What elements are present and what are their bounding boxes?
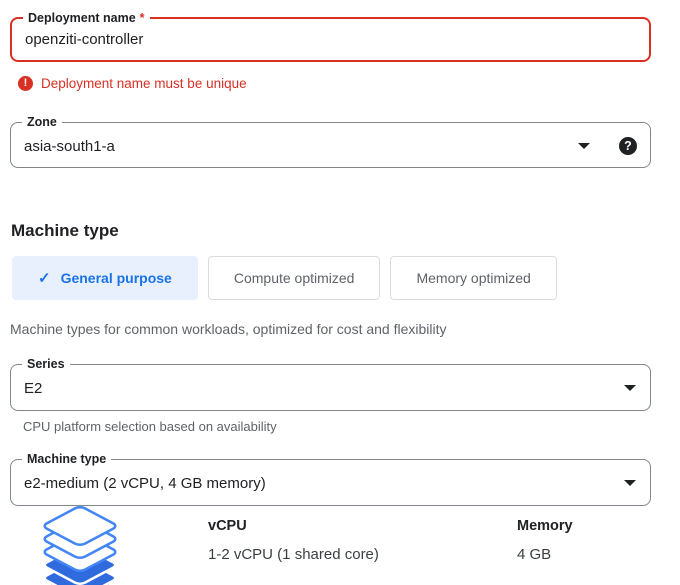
machine-type-label: Machine type: [22, 452, 112, 467]
caret-down-icon: [578, 143, 590, 149]
machine-type-value: e2-medium (2 vCPU, 4 GB memory): [24, 475, 266, 492]
error-exclamation-icon: !: [18, 75, 33, 91]
deployment-name-label: Deployment name*: [23, 11, 150, 26]
zone-label: Zone: [22, 115, 62, 130]
caret-down-icon: [624, 385, 636, 391]
error-message: Deployment name must be unique: [41, 75, 247, 91]
zone-value: asia-south1-a: [24, 138, 115, 155]
checkmark-icon: ✓: [38, 270, 51, 287]
deployment-name-field[interactable]: Deployment name*: [10, 11, 651, 62]
machine-type-description: Machine types for common workloads, opti…: [10, 321, 447, 337]
series-value: E2: [24, 380, 43, 397]
help-icon[interactable]: ?: [619, 137, 637, 155]
memory-spec-column: Memory 4 GB: [517, 518, 573, 563]
layers-icon: [37, 506, 123, 585]
series-label: Series: [22, 357, 70, 372]
vcpu-value: 1-2 vCPU (1 shared core): [208, 546, 379, 563]
zone-select[interactable]: Zone asia-south1-a ?: [10, 115, 651, 168]
caret-down-icon: [624, 480, 636, 486]
vcpu-spec-column: vCPU 1-2 vCPU (1 shared core): [208, 518, 379, 563]
deployment-name-error-row: ! Deployment name must be unique: [18, 75, 680, 91]
series-helper-text: CPU platform selection based on availabi…: [23, 419, 277, 434]
series-select[interactable]: Series E2: [10, 357, 651, 411]
machine-family-tabs: ✓ General purpose Compute optimized Memo…: [12, 256, 680, 300]
machine-specs-row: vCPU 1-2 vCPU (1 shared core) Memory 4 G…: [0, 506, 680, 585]
vcpu-header: vCPU: [208, 518, 247, 534]
tab-label: Memory optimized: [416, 270, 531, 286]
tab-memory-optimized[interactable]: Memory optimized: [390, 256, 557, 300]
machine-type-select[interactable]: Machine type e2-medium (2 vCPU, 4 GB mem…: [10, 452, 651, 506]
tab-compute-optimized[interactable]: Compute optimized: [207, 256, 381, 300]
required-asterisk: *: [139, 11, 145, 25]
tab-general-purpose[interactable]: ✓ General purpose: [12, 256, 198, 300]
memory-header: Memory: [517, 518, 573, 534]
tab-label: Compute optimized: [233, 270, 355, 286]
deployment-name-input[interactable]: [25, 31, 615, 48]
machine-type-heading: Machine type: [11, 221, 119, 240]
memory-value: 4 GB: [517, 546, 552, 563]
tab-label: General purpose: [60, 270, 172, 286]
